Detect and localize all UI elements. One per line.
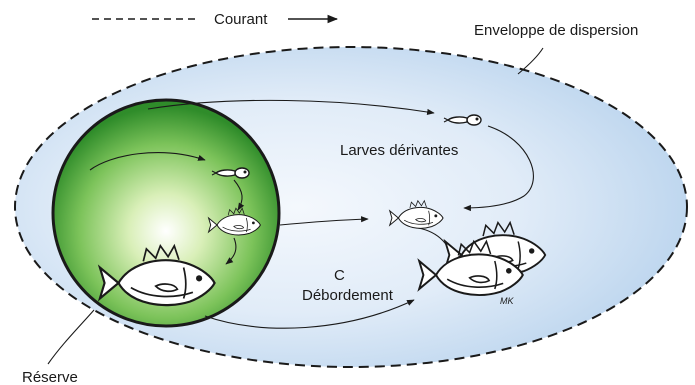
envelope-leader <box>518 48 543 74</box>
current-legend: Courant <box>92 11 337 28</box>
reserve-leader <box>48 310 94 364</box>
larvae-label: Larves dérivantes <box>340 142 458 159</box>
artist-signature: MK <box>500 296 514 306</box>
current-label: Courant <box>214 11 268 28</box>
reserve-label: Réserve <box>22 369 78 385</box>
c-marker-label: C <box>334 267 345 284</box>
envelope-label: Enveloppe de dispersion <box>474 22 638 39</box>
spillover-label: Débordement <box>302 287 394 304</box>
